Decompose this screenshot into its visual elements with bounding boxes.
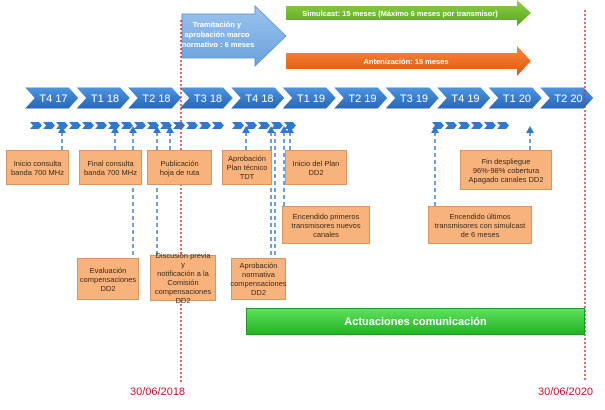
simulcast-arrow — [286, 0, 531, 26]
month-marker — [432, 122, 444, 129]
month-marker — [484, 122, 496, 129]
month-markers — [30, 122, 509, 129]
quarter-label: T4 19 — [451, 93, 479, 105]
tramitacion-arrow — [181, 5, 287, 67]
box-inicio-plan: Inicio del Plan DD2 — [285, 150, 347, 185]
quarter-label: T3 18 — [194, 93, 222, 105]
month-marker — [258, 122, 270, 129]
quarter-chevron — [228, 86, 286, 110]
month-marker — [471, 122, 483, 129]
month-marker — [82, 122, 94, 129]
month-marker — [121, 122, 133, 129]
month-marker — [497, 122, 509, 129]
box-discusion: Discusión previa y notificación a la Com… — [150, 251, 216, 305]
quarter-label: T2 19 — [348, 93, 376, 105]
month-marker — [30, 122, 42, 129]
quarter-chevron — [280, 86, 338, 110]
antenizacion-arrow — [286, 46, 531, 76]
quarter-label: T3 19 — [400, 93, 428, 105]
box-encendido-primeros: Encendido primeros transmisores nuevos c… — [282, 206, 370, 244]
quarter-chevron — [434, 86, 492, 110]
month-marker — [245, 122, 257, 129]
quarter-label: T2 20 — [554, 93, 582, 105]
quarter-label: T4 17 — [39, 93, 67, 105]
quarter-chevron — [383, 86, 441, 110]
month-marker — [95, 122, 107, 129]
quarter-chevron — [177, 86, 235, 110]
month-marker — [108, 122, 120, 129]
date-end: 30/06/2020 — [538, 386, 594, 398]
quarter-chevron — [486, 86, 544, 110]
quarter-label: T2 18 — [142, 93, 170, 105]
month-marker — [69, 122, 81, 129]
quarter-chevron — [125, 86, 183, 110]
box-inicio-consulta: Inicio consulta banda 700 MHz — [6, 150, 69, 185]
tramitacion-label: Tramitación y aprobación marco normativo… — [182, 20, 255, 49]
month-marker — [186, 122, 198, 129]
box-evaluacion: Evaluación compensaciones DD2 — [77, 258, 139, 300]
box-encendido-ultimos: Encendido últimos transmisores con simul… — [428, 206, 532, 244]
connector-arrowheads — [58, 126, 534, 133]
simulcast-label: Simulcast: 15 meses (Máximo 6 meses por … — [302, 9, 498, 18]
month-marker — [147, 122, 159, 129]
month-marker — [445, 122, 457, 129]
box-aprobacion-plan: Aprobación Plan técnico TDT — [222, 150, 272, 185]
month-marker — [160, 122, 172, 129]
antenizacion-label: Antenización: 15 meses — [363, 57, 448, 66]
box-final-consulta: Final consulta banda 700 MHz — [79, 150, 142, 185]
month-marker — [199, 122, 211, 129]
box-publicacion: Publicación hoja de ruta — [147, 150, 212, 185]
month-marker — [232, 122, 244, 129]
quarter-timeline: T4 17 T1 18 T2 18 T3 18 T4 18 T1 19 T2 19 T3 19… — [22, 86, 595, 110]
quarter-label: T4 18 — [245, 93, 273, 105]
quarter-chevron — [331, 86, 389, 110]
month-marker — [56, 122, 68, 129]
month-marker — [134, 122, 146, 129]
box-fin-despliegue: Fin despliegue 96%-98% cobertura Apagado… — [460, 150, 552, 190]
quarter-label: T1 19 — [297, 93, 325, 105]
quarter-chevron — [74, 86, 132, 110]
actuaciones-comunicacion-bar: Actuaciones comunicación — [246, 308, 585, 335]
quarter-chevron — [537, 86, 595, 110]
month-marker — [173, 122, 185, 129]
month-marker — [271, 122, 283, 129]
month-marker — [43, 122, 55, 129]
month-marker — [458, 122, 470, 129]
quarter-label: T1 18 — [91, 93, 119, 105]
quarter-chevron — [22, 86, 80, 110]
quarter-label: T1 20 — [503, 93, 531, 105]
month-marker — [284, 122, 296, 129]
box-aprobacion-normativa: Aprobación normativa compensaciones DD2 — [230, 258, 287, 300]
date-start: 30/06/2018 — [130, 386, 186, 398]
month-marker — [212, 122, 224, 129]
